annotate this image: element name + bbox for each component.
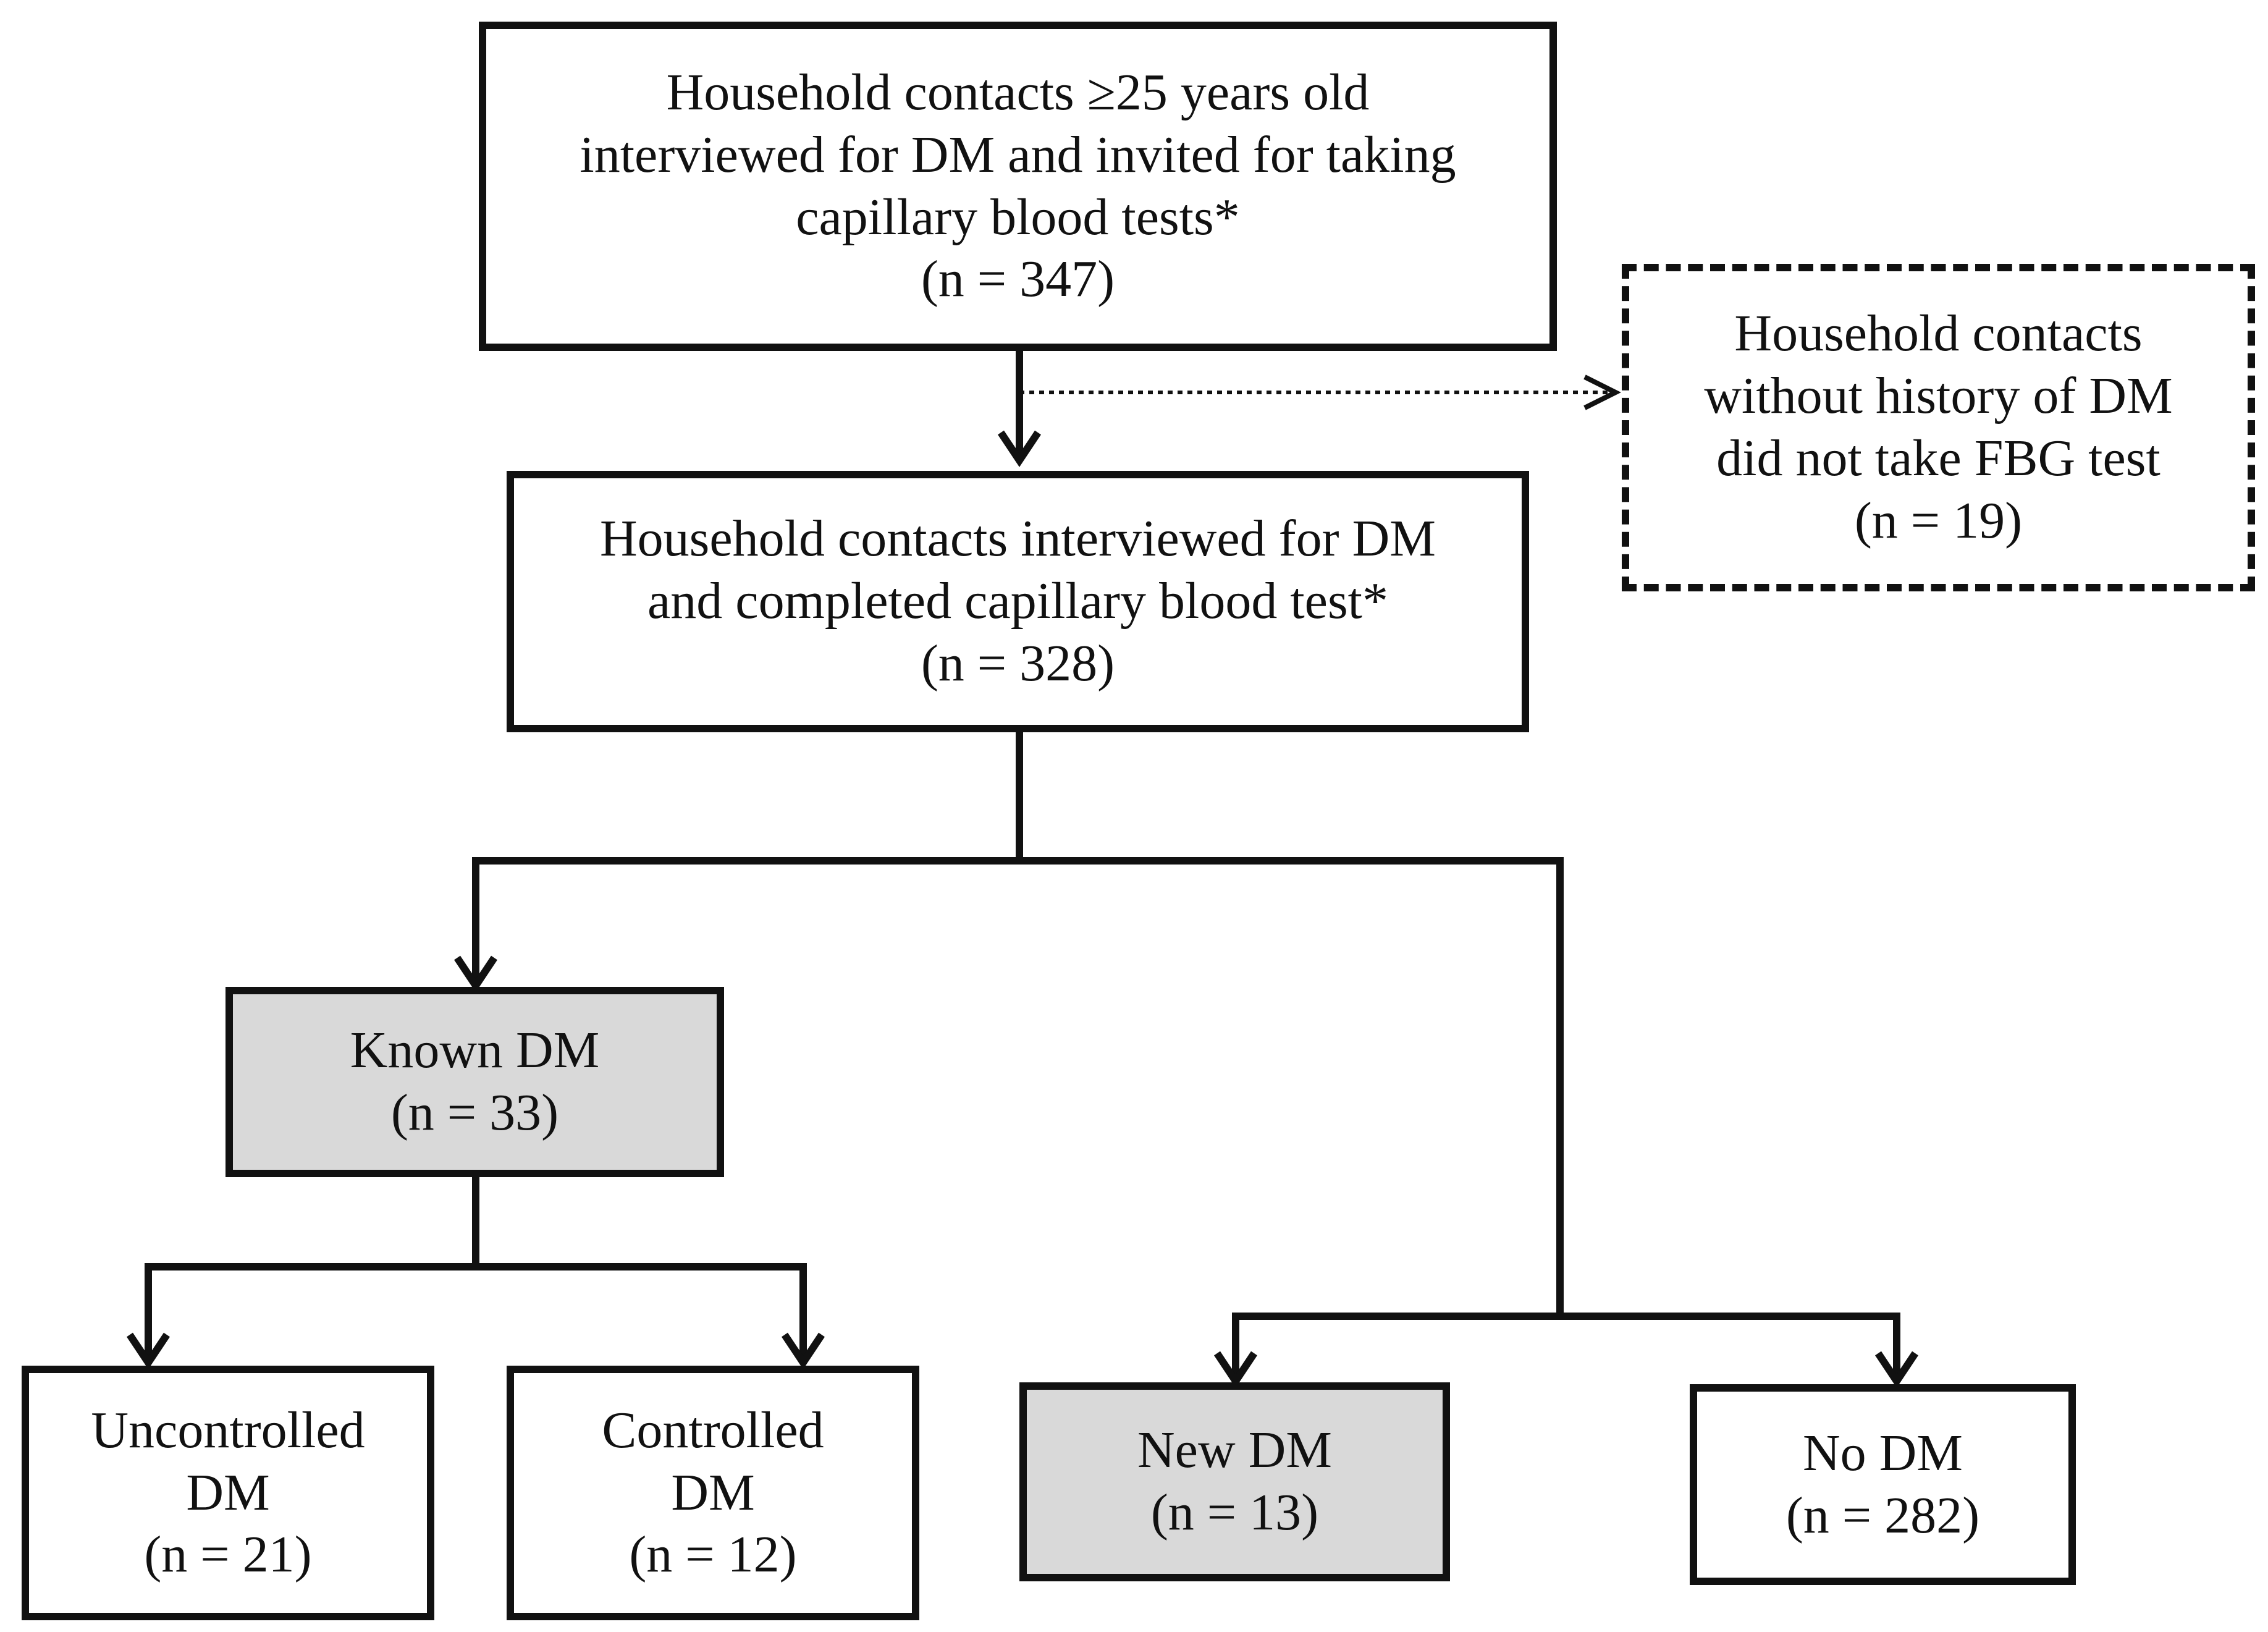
box-no-dm-label: No DM bbox=[1802, 1424, 1963, 1482]
box-uncontrolled-dm-line-2: DM bbox=[186, 1463, 270, 1521]
box-uncontrolled-dm-line-1: Uncontrolled bbox=[91, 1401, 365, 1459]
box-new-dm: New DM (n = 13) bbox=[1019, 1382, 1450, 1581]
box-no-fbg-line-1: Household contacts bbox=[1734, 305, 2143, 363]
box-no-fbg: Household contacts without history of DM… bbox=[1622, 264, 2255, 591]
arrowhead-completed bbox=[998, 430, 1041, 467]
box-uncontrolled-dm-count: (n = 21) bbox=[144, 1526, 312, 1584]
box-known-dm-count: (n = 33) bbox=[390, 1084, 559, 1141]
box-no-fbg-line-2: without history of DM bbox=[1704, 367, 2173, 425]
arrowhead-no-dm bbox=[1875, 1351, 1918, 1388]
box-completed-line-1: Household contacts interviewed for DM bbox=[600, 510, 1436, 568]
arrowhead-uncontrolled bbox=[127, 1332, 170, 1369]
box-invited-line-3: capillary blood tests* bbox=[796, 188, 1240, 246]
box-no-fbg-count: (n = 19) bbox=[1854, 491, 2023, 549]
connector-split-main bbox=[472, 857, 1564, 1316]
box-uncontrolled-dm: Uncontrolled DM (n = 21) bbox=[22, 1366, 434, 1620]
connector-split-known bbox=[145, 1263, 807, 1363]
box-completed: Household contacts interviewed for DM an… bbox=[507, 471, 1529, 732]
connector-split-new bbox=[1232, 1313, 1900, 1381]
arrowhead-controlled bbox=[782, 1332, 825, 1369]
box-invited-line-1: Household contacts ≥25 years old bbox=[666, 63, 1370, 121]
box-invited-count: (n = 347) bbox=[921, 250, 1115, 308]
arrowhead-no-fbg bbox=[1583, 374, 1621, 410]
box-no-dm: No DM (n = 282) bbox=[1690, 1384, 2076, 1585]
box-known-dm-label: Known DM bbox=[350, 1021, 600, 1080]
box-no-fbg-line-3: did not take FBG test bbox=[1716, 429, 2161, 487]
box-controlled-dm-line-2: DM bbox=[671, 1463, 755, 1521]
box-controlled-dm-count: (n = 12) bbox=[629, 1526, 797, 1584]
box-completed-line-2: and completed capillary blood test* bbox=[647, 572, 1388, 630]
box-no-dm-count: (n = 282) bbox=[1785, 1486, 1980, 1544]
box-controlled-dm-line-1: Controlled bbox=[602, 1401, 824, 1459]
box-new-dm-label: New DM bbox=[1137, 1421, 1332, 1479]
box-invited: Household contacts ≥25 years old intervi… bbox=[479, 22, 1557, 351]
box-new-dm-count: (n = 13) bbox=[1150, 1484, 1319, 1541]
arrowhead-known-dm bbox=[454, 955, 497, 992]
box-invited-line-2: interviewed for DM and invited for takin… bbox=[580, 125, 1456, 184]
box-controlled-dm: Controlled DM (n = 12) bbox=[507, 1366, 919, 1620]
box-known-dm: Known DM (n = 33) bbox=[226, 987, 724, 1177]
arrowhead-new-dm bbox=[1214, 1351, 1257, 1388]
box-completed-count: (n = 328) bbox=[921, 634, 1115, 692]
